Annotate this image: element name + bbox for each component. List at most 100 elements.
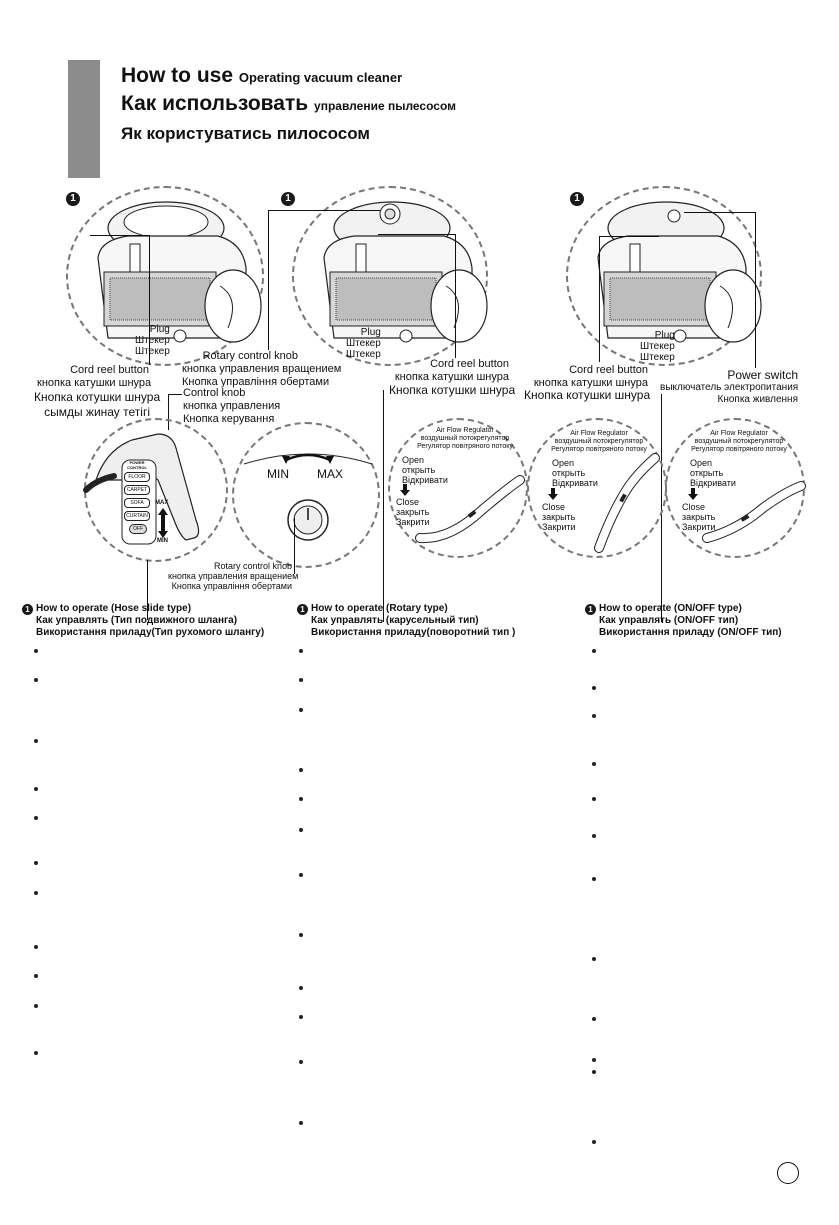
plug-label: Plug Штекер Штекер: [346, 327, 381, 360]
hose-handle-illustration: [84, 418, 228, 562]
step-marker: 1: [297, 604, 308, 615]
bullet: [592, 1017, 596, 1021]
carpet-button[interactable]: CARPET: [124, 485, 150, 495]
airflow-regulator-label: Air Flow Regulator воздушный потокрегуля…: [406, 427, 524, 451]
bullet: [592, 1058, 596, 1062]
bullet: [592, 686, 596, 690]
arrow-down-icon: [548, 488, 558, 500]
section-tab-marker: [68, 60, 100, 178]
bullet: [299, 649, 303, 653]
leader-line: [378, 234, 456, 235]
leader-line: [268, 210, 380, 211]
airflow-regulator-label: Air Flow Regulator воздушный потокрегуля…: [680, 430, 798, 454]
cord-reel-label: Cord reel button кнопка катушки шнура: [37, 364, 149, 390]
bullet: [34, 1051, 38, 1055]
step-marker: 1: [585, 604, 596, 615]
min-label: MIN: [267, 467, 289, 481]
bullet: [299, 797, 303, 801]
airflow-open-label: Open открыть Відкривати: [690, 458, 736, 488]
arrow-down-icon: [400, 484, 410, 496]
cord-reel-label: Cord reel button кнопка катушки шнура: [393, 358, 509, 384]
leader-line: [599, 236, 659, 237]
bullet: [592, 762, 596, 766]
plug-label: Plug Штекер Штекер: [640, 330, 675, 363]
bullet: [592, 1070, 596, 1074]
bullet: [299, 1015, 303, 1019]
bullet: [592, 714, 596, 718]
leader-line: [294, 518, 295, 574]
title-russian: Как использовать управление пылесосом: [121, 90, 456, 120]
airflow-open-label: Open открыть Відкривати: [402, 455, 448, 485]
section-hose-slide-heading: 1 How to operate (Hose slide type) Как у…: [36, 603, 264, 639]
bullet: [592, 649, 596, 653]
floor-button[interactable]: FLOOR: [124, 472, 150, 482]
leader-line: [168, 394, 182, 395]
bullet: [299, 768, 303, 772]
bullet: [299, 678, 303, 682]
page-number-badge: [777, 1162, 799, 1184]
rotary-knob-label: Rotary control knob кнопка управления вр…: [182, 350, 298, 389]
bullet: [34, 974, 38, 978]
sofa-button[interactable]: SOFA: [124, 498, 150, 508]
rotary-knob-illustration: [232, 422, 380, 568]
max-label: MAX: [155, 500, 168, 506]
bullet: [34, 649, 38, 653]
leader-line: [684, 212, 756, 213]
power-control-label: POWER CONTROL: [124, 460, 150, 470]
bullet: [592, 797, 596, 801]
vacuum-body-icon: [294, 188, 490, 368]
plug-label: Plug Штекер Штекер: [135, 324, 170, 357]
leader-line: [268, 210, 269, 350]
leader-line: [149, 235, 150, 365]
power-switch-label: Power switch выключатель электропитания …: [660, 368, 798, 406]
airflow-close-label: Close закрыть Закрити: [682, 502, 716, 532]
title-english: How to use Operating vacuum cleaner: [121, 64, 456, 90]
cord-reel-label-uk: Кнопка котушки шнура сымды жинау тетігі: [34, 390, 150, 420]
bullet: [592, 957, 596, 961]
bullet: [592, 877, 596, 881]
bullet: [34, 678, 38, 682]
page-title: How to use Operating vacuum cleaner Как …: [121, 64, 456, 147]
cord-reel-label-uk: Кнопка котушки шнура: [524, 388, 648, 403]
leader-line: [90, 235, 150, 236]
bullet: [34, 1004, 38, 1008]
bullet: [34, 861, 38, 865]
bullet: [299, 986, 303, 990]
up-down-arrow-icon: [158, 508, 168, 538]
section-onoff-heading: 1 How to operate (ON/OFF type) Как управ…: [599, 603, 782, 639]
cord-reel-label-uk: Кнопка котушки шнура: [389, 383, 509, 398]
bullet: [299, 708, 303, 712]
handle-button-panel: POWER CONTROL FLOOR CARPET SOFA CURTAIN …: [124, 460, 150, 534]
curtain-button[interactable]: CURTAIN: [124, 511, 150, 521]
vacuum-illustration-rotary: [292, 186, 488, 366]
bullet: [299, 873, 303, 877]
leader-line: [755, 212, 756, 368]
airflow-regulator-label: Air Flow Regulator воздушный потокрегуля…: [540, 430, 658, 454]
airflow-open-label: Open открыть Відкривати: [552, 458, 598, 488]
airflow-close-label: Close закрыть Закрити: [396, 497, 430, 527]
cord-reel-label: Cord reel button кнопка катушки шнура: [528, 364, 648, 390]
bullet: [299, 1121, 303, 1125]
bullet: [592, 834, 596, 838]
leader-line: [599, 236, 600, 362]
bullet: [34, 739, 38, 743]
max-label: MAX: [317, 467, 343, 481]
title-ukrainian: Як користуватись пилососом: [121, 120, 456, 147]
step-marker-2: 1: [281, 192, 295, 206]
step-marker: 1: [22, 604, 33, 615]
bullet: [299, 1060, 303, 1064]
bullet: [592, 1140, 596, 1144]
bullet: [34, 945, 38, 949]
bullet: [34, 787, 38, 791]
off-button[interactable]: OFF: [129, 524, 147, 534]
leader-line: [455, 234, 456, 358]
bullet: [299, 828, 303, 832]
bullet: [299, 933, 303, 937]
section-rotary-heading: 1 How to operate (Rotary type) Как управ…: [311, 603, 515, 639]
bullet: [34, 816, 38, 820]
bullet: [34, 891, 38, 895]
min-label: MIN: [157, 538, 168, 544]
rotary-dial-icon: [234, 424, 382, 570]
airflow-close-label: Close закрыть Закрити: [542, 502, 576, 532]
rotary-knob-bottom-label: Rotary control knob кнопка управления вр…: [168, 561, 292, 591]
